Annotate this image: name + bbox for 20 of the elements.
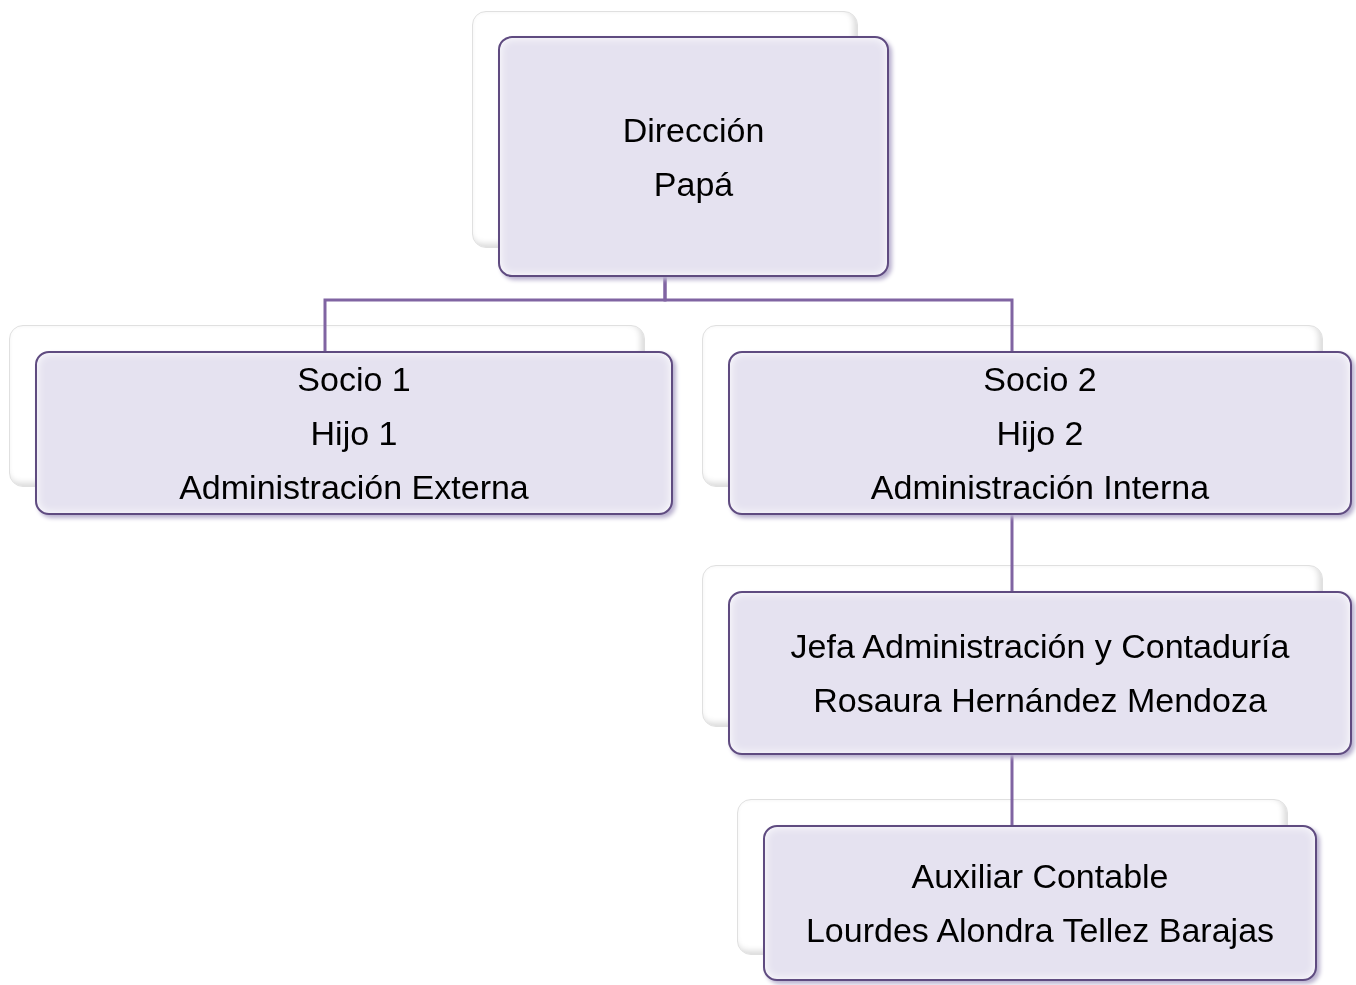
org-box [35,351,673,515]
box-text: Auxiliar Contable [911,856,1169,897]
org-box [728,351,1352,515]
org-box [728,591,1352,755]
box-text: Jefa Administración y Contaduría [790,626,1290,667]
org-box [763,825,1317,981]
box-text: Rosaura Hernández Mendoza [813,680,1267,721]
box-text: Hijo 1 [310,413,398,454]
box-text: Lourdes Alondra Tellez Barajas [805,910,1275,951]
connector-line [663,277,1014,351]
box-text: Hijo 2 [996,413,1084,454]
connector-line [1010,755,1014,825]
box-text: Papá [653,163,734,205]
connector-line [1010,515,1014,591]
box-text: Socio 1 [297,359,411,400]
org-box [498,36,889,277]
box-text: Administración Externa [179,467,529,508]
box-text: Administración Interna [870,467,1210,508]
box-text: Socio 2 [983,359,1097,400]
box-text: Dirección [622,109,765,151]
